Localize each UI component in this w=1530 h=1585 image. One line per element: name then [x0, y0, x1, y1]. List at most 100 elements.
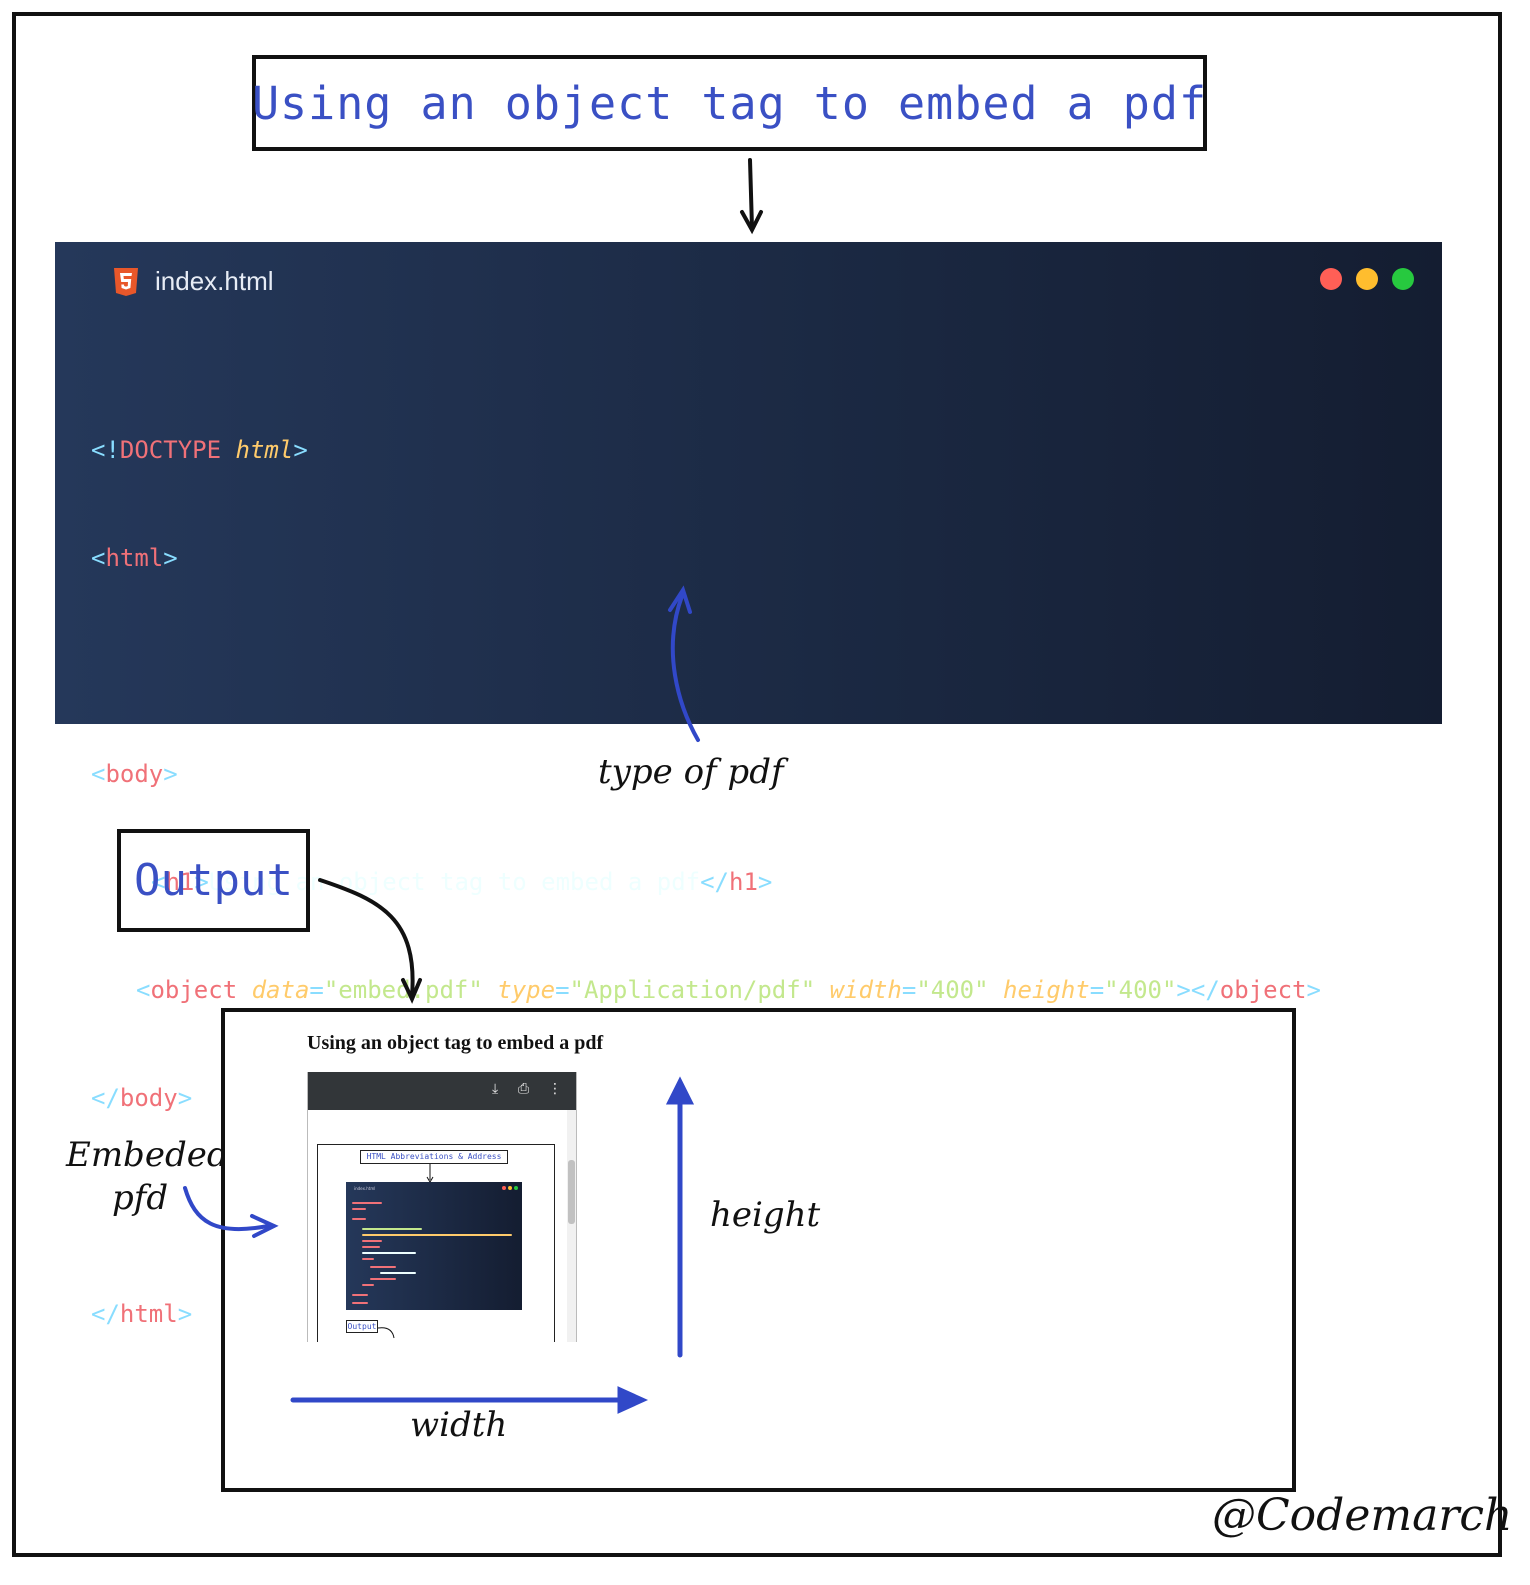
pdf-code-line [370, 1266, 396, 1268]
type-of-pdf-arrow [668, 585, 700, 742]
html5-icon [114, 267, 138, 296]
code-token: > [163, 544, 178, 572]
code-line-doctype: <!DOCTYPE html> [91, 432, 1321, 468]
pdf-code-line [352, 1302, 368, 1304]
output-label: Output [134, 855, 293, 906]
pdf-page-code-panel: index.html [346, 1182, 522, 1310]
pdf-code-line [362, 1252, 416, 1254]
code-token: = [309, 976, 324, 1004]
code-token: width [829, 976, 902, 1004]
code-line-body-open: <body> [91, 756, 1321, 792]
pdf-code-line [362, 1258, 374, 1260]
pdf-code-line [362, 1234, 512, 1236]
code-token: > [177, 1300, 193, 1328]
code-token: h1 [165, 868, 195, 896]
code-token: html [119, 1300, 178, 1328]
pdf-page-window-dots [502, 1186, 518, 1190]
pdf-page-title: HTML Abbreviations & Address [360, 1150, 508, 1164]
code-token: "400" [916, 976, 989, 1004]
download-icon[interactable]: ⤓ [492, 1081, 499, 1097]
output-arrow [318, 878, 422, 1004]
code-token: body [119, 1084, 178, 1112]
output-label-box: Output [117, 829, 310, 932]
rendered-output-box: Using an object tag to embed a pdf ⤓ ⎙ ⋮… [221, 1008, 1296, 1492]
code-token: html [235, 436, 294, 464]
code-token: < [91, 760, 106, 788]
code-line-object: <object data="embed.pdf" type="Applicati… [91, 972, 1321, 1008]
height-annotation: height [710, 1195, 821, 1235]
code-token: = [555, 976, 570, 1004]
code-token: height [1003, 976, 1090, 1004]
code-token: data [251, 976, 310, 1004]
code-token: > [757, 868, 773, 896]
pdf-code-line [362, 1228, 422, 1230]
code-token: h1 [729, 868, 758, 896]
code-token: = [1089, 976, 1105, 1004]
code-token: "Application/pdf" [569, 976, 816, 1004]
code-token: type [497, 976, 556, 1004]
code-editor-panel: index.html <!DOCTYPE html> <html> <body>… [55, 242, 1442, 1328]
pdf-code-line [352, 1294, 368, 1296]
code-token: "400" [1104, 976, 1177, 1004]
height-arrow [665, 1076, 695, 1358]
pdf-scrollbar[interactable] [567, 1110, 576, 1342]
title-to-code-arrow [740, 158, 763, 235]
code-token: DOCTYPE [119, 436, 222, 464]
pdf-toolbar: ⤓ ⎙ ⋮ [308, 1072, 576, 1110]
code-token: html [105, 544, 164, 572]
code-token: < [151, 868, 166, 896]
code-token: < [91, 544, 106, 572]
print-icon[interactable]: ⎙ [518, 1081, 530, 1097]
maximize-dot [1392, 268, 1414, 290]
code-token: </ [700, 868, 729, 896]
code-token: > [293, 436, 308, 464]
pdf-code-line [352, 1202, 382, 1204]
pdf-code-line [370, 1278, 396, 1280]
pdf-scroll-thumb[interactable] [568, 1160, 575, 1224]
outer-frame [12, 12, 1502, 1557]
embeded-pdf-arrow [183, 1186, 279, 1238]
pdf-page-output-label: Output [346, 1320, 378, 1333]
width-annotation: width [410, 1405, 508, 1445]
signature: @Codemarch [1212, 1490, 1513, 1541]
pdf-code-line [362, 1240, 382, 1242]
code-token: > [163, 760, 178, 788]
code-token: body [105, 760, 164, 788]
editor-tab: index.html [113, 266, 274, 297]
title-box: Using an object tag to embed a pdf [252, 55, 1207, 151]
pdf-code-line [352, 1208, 366, 1210]
embeded-annotation: Embeded [66, 1135, 229, 1175]
code-token: > [177, 1084, 193, 1112]
pdf-page-frame [317, 1144, 555, 1342]
code-token: > [1306, 976, 1321, 1004]
window-controls [1320, 268, 1414, 290]
pdf-code-line [352, 1218, 366, 1220]
minimize-dot [1356, 268, 1378, 290]
code-token: > [194, 868, 209, 896]
code-token: object [1219, 976, 1307, 1004]
close-dot [1320, 268, 1342, 290]
code-token: </ [91, 1084, 120, 1112]
code-token: ></ [1176, 976, 1220, 1004]
diagram-title: Using an object tag to embed a pdf [251, 76, 1208, 130]
code-line-html-close: </html> [91, 1296, 1321, 1332]
embedded-pdf-viewer[interactable]: ⤓ ⎙ ⋮ HTML Abbreviations & Address index… [307, 1072, 577, 1342]
width-arrow [290, 1386, 649, 1414]
more-vertical-icon[interactable]: ⋮ [548, 1081, 562, 1097]
pdf-code-line [362, 1284, 374, 1286]
code-token: object [150, 976, 238, 1004]
code-token: <! [91, 436, 120, 464]
pdf-code-line [380, 1272, 416, 1274]
editor-file-name: index.html [155, 266, 274, 296]
type-of-pdf-annotation: type of pdf [598, 752, 784, 792]
pdf-code-line [362, 1246, 380, 1248]
code-line-body-close: </body> [91, 1080, 1321, 1116]
code-line-html-open: <html> [91, 540, 1321, 576]
pfd-annotation: pfd [112, 1178, 169, 1218]
pdf-page-file-name: index.html [354, 1186, 376, 1191]
code-token: </ [91, 1300, 120, 1328]
code-token: = [901, 976, 917, 1004]
rendered-heading: Using an object tag to embed a pdf [307, 1032, 604, 1054]
code-token: < [136, 976, 151, 1004]
